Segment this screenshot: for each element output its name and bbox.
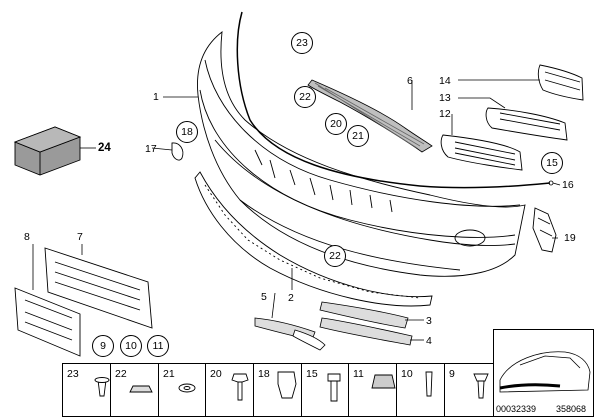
strip-cell: 9 xyxy=(444,364,494,416)
strip-cell: 21 xyxy=(158,364,206,416)
image-number: 358068 xyxy=(556,404,587,414)
strip-cell: 20 xyxy=(205,364,254,416)
callout-2: 2 xyxy=(288,292,294,304)
license-plate-base xyxy=(14,287,81,357)
callout-1: 1 xyxy=(153,91,159,103)
callout-5: 5 xyxy=(261,291,267,303)
side-bracket xyxy=(532,207,557,253)
callout-4: 4 xyxy=(426,335,432,347)
callout-13: 13 xyxy=(439,92,451,104)
strip-number: 18 xyxy=(258,368,270,380)
callout-12: 12 xyxy=(439,108,451,120)
callout-6: 6 xyxy=(407,75,413,87)
leader-lines xyxy=(32,79,561,341)
callout-3: 3 xyxy=(426,315,432,327)
hardware-strip: 23 22 21 20 18 15 11 10 9 xyxy=(62,363,494,417)
strip-number: 21 xyxy=(163,368,175,380)
circled-18: 18 xyxy=(176,121,198,143)
lower-spoiler xyxy=(194,171,433,307)
bolt-icon xyxy=(327,373,341,382)
circled-11: 11 xyxy=(147,335,169,357)
callout-16: 16 xyxy=(562,179,574,191)
strip-cell: 10 xyxy=(396,364,445,416)
spreader-rivet-icon xyxy=(473,373,489,382)
strip-number: 23 xyxy=(67,368,79,380)
part-24-box xyxy=(13,126,82,176)
trim-strips xyxy=(254,301,413,351)
rivet-icon xyxy=(425,371,433,397)
circled-9: 9 xyxy=(92,335,114,357)
callout-17: 17 xyxy=(145,143,157,155)
strip-cell: 22 xyxy=(110,364,159,416)
strip-number: 10 xyxy=(401,368,413,380)
callout-24: 24 xyxy=(98,142,111,154)
strip-cell: 18 xyxy=(253,364,302,416)
diagram-code: 00032339 xyxy=(496,404,537,414)
expanding-clip-icon xyxy=(129,385,153,393)
circled-22-top: 22 xyxy=(294,86,316,108)
strip-number: 20 xyxy=(210,368,222,380)
circled-20: 20 xyxy=(325,113,347,135)
strip-cell: 11 xyxy=(348,364,397,416)
strip-cell: 23 xyxy=(63,364,110,416)
circled-21: 21 xyxy=(347,125,369,147)
strip-number: 22 xyxy=(115,368,127,380)
strip-number: 15 xyxy=(306,368,318,380)
callout-7: 7 xyxy=(77,231,83,243)
callout-8: 8 xyxy=(24,231,30,243)
fog-lamp-covers xyxy=(440,64,584,171)
circled-22-bottom: 22 xyxy=(324,245,346,267)
vehicle-reference-box: 00032339 xyxy=(493,329,594,417)
bracket-clip-icon xyxy=(277,371,297,399)
nut-clip-icon xyxy=(371,374,396,389)
callout-14: 14 xyxy=(439,75,451,87)
circled-10: 10 xyxy=(120,335,142,357)
strip-icons xyxy=(94,371,489,402)
strip-cell: 15 xyxy=(301,364,349,416)
callout-19: 19 xyxy=(564,232,576,244)
strip-number: 9 xyxy=(449,368,455,380)
strip-number: 11 xyxy=(353,368,364,380)
circled-23: 23 xyxy=(291,32,313,54)
license-plate-holder xyxy=(44,247,153,329)
grille xyxy=(307,79,433,153)
clip xyxy=(171,142,184,161)
circled-15: 15 xyxy=(541,152,563,174)
seal-strip xyxy=(236,11,551,189)
car-silhouette xyxy=(499,351,591,393)
